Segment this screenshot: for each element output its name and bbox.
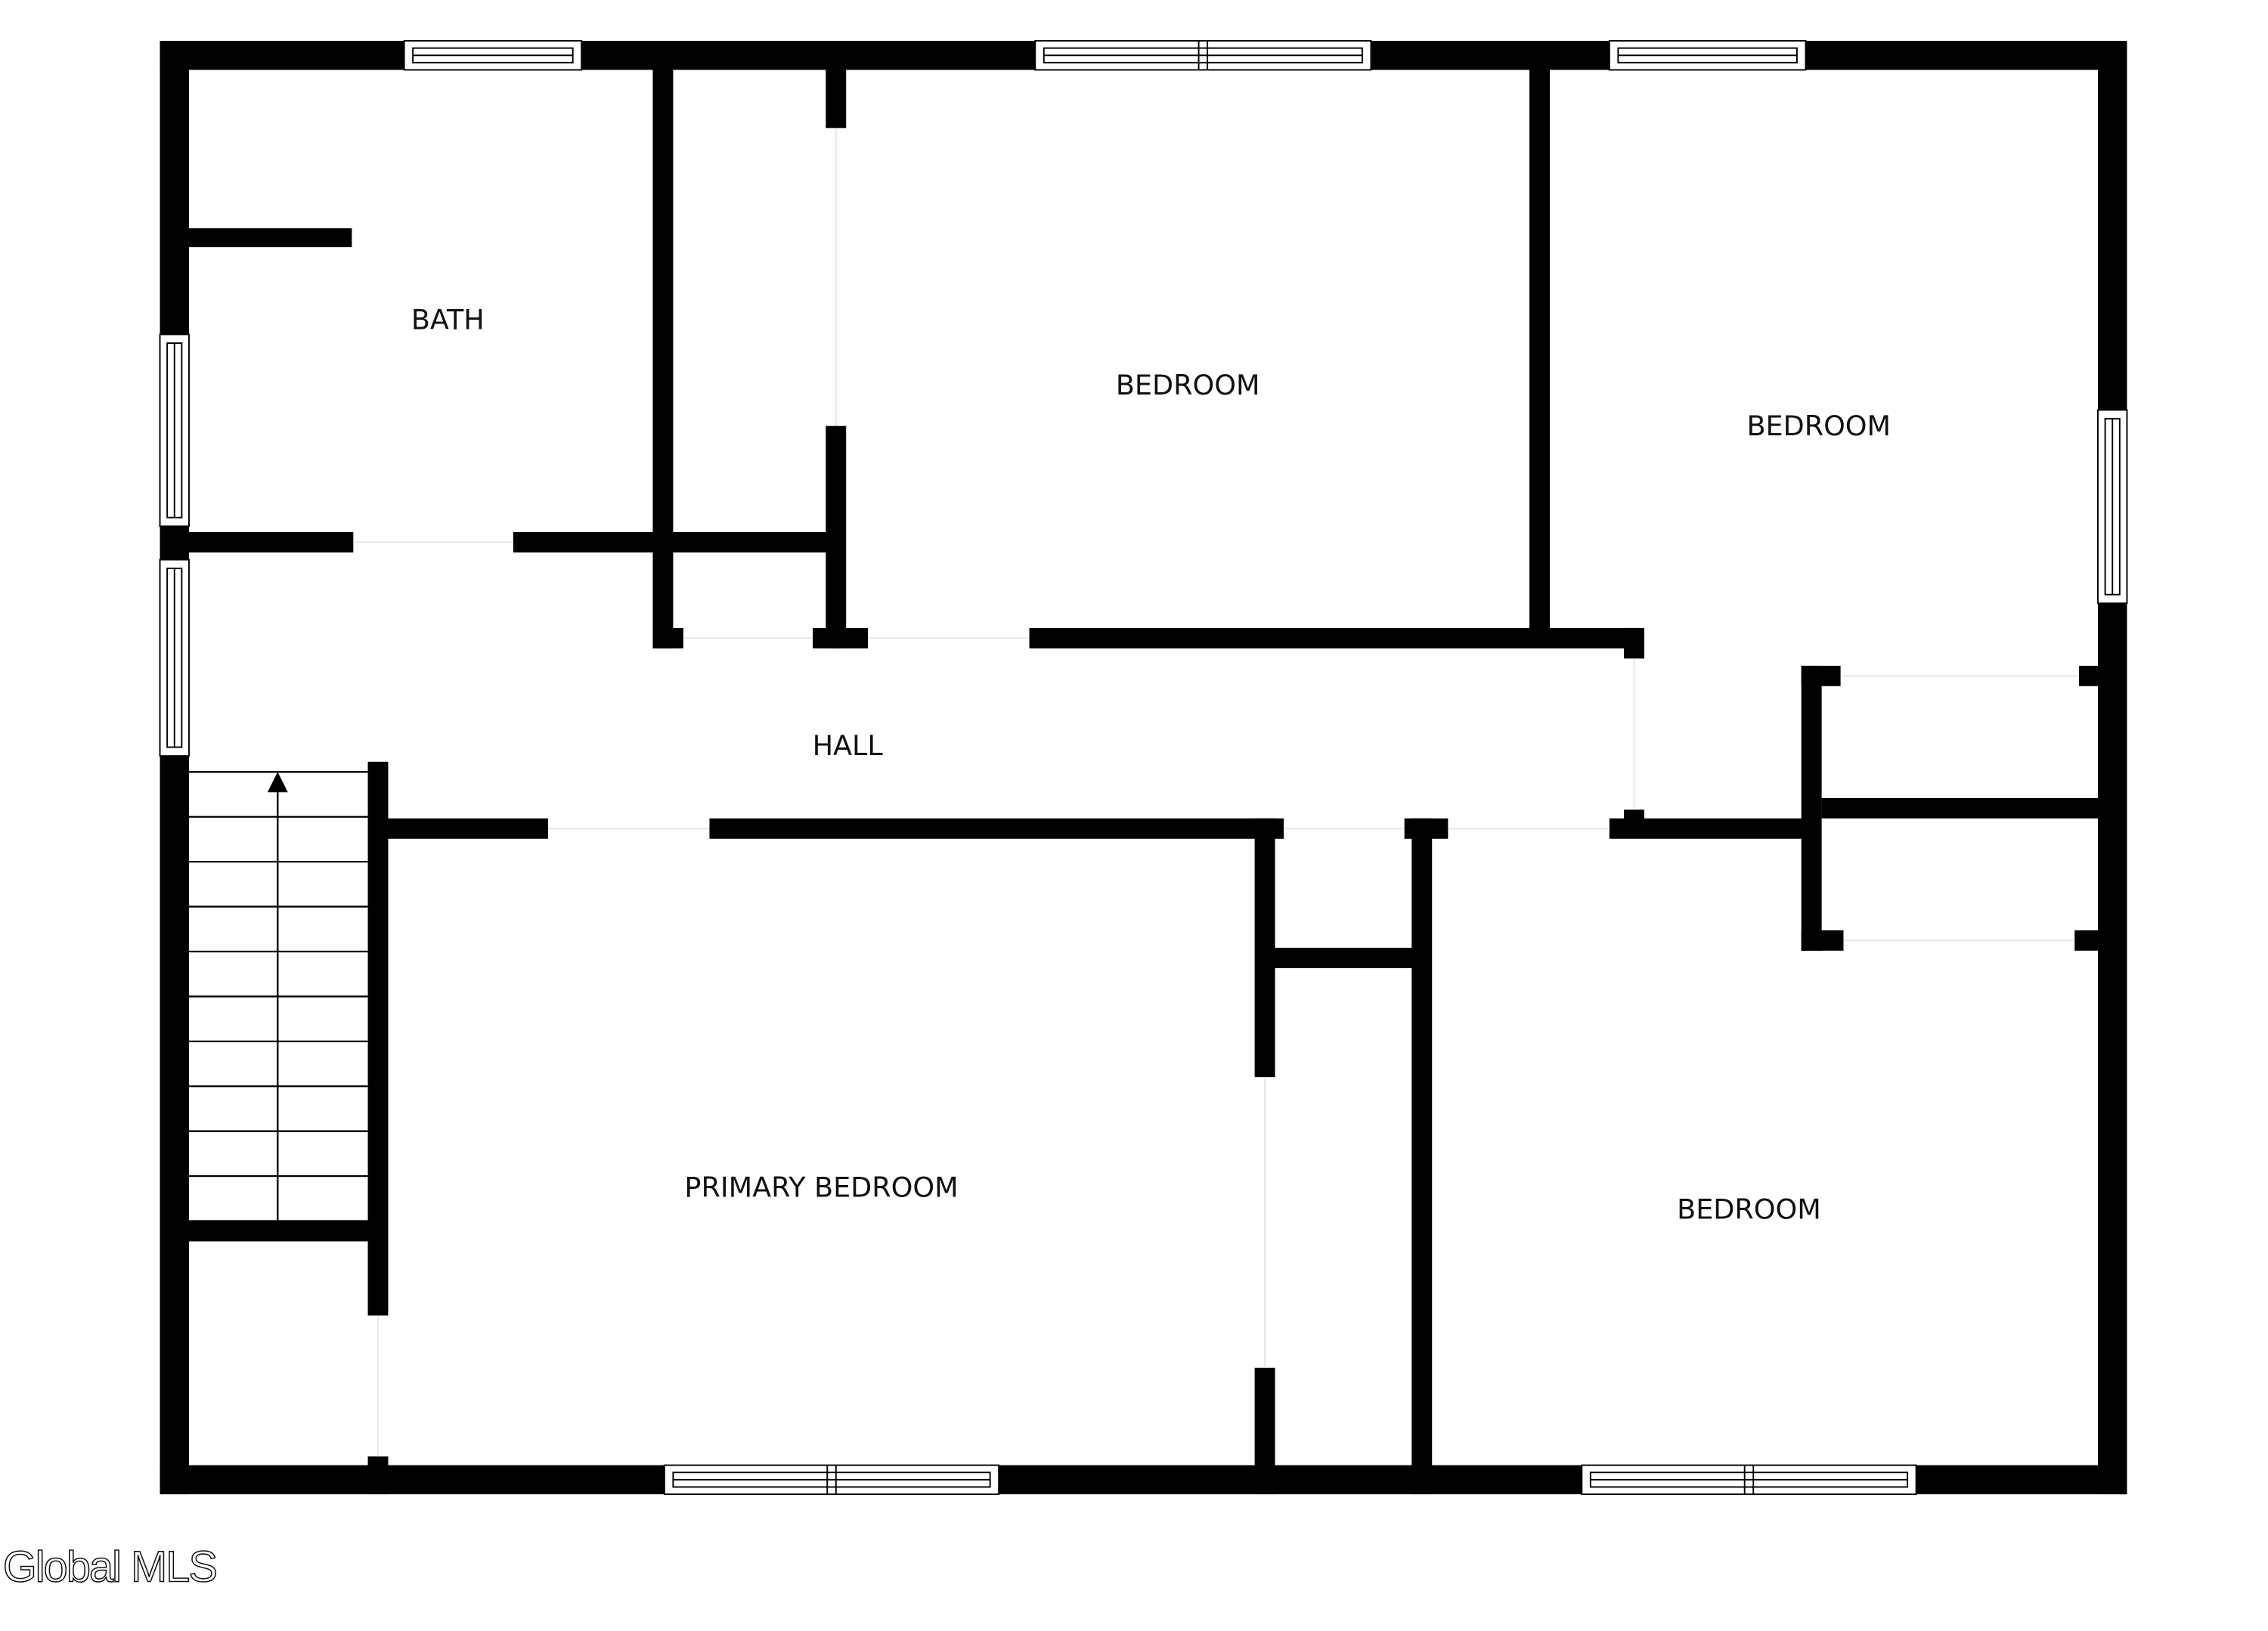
wall [1624,627,1644,659]
wall [1801,930,1844,951]
wall [826,70,847,128]
wall [1029,627,1644,648]
wall [189,532,354,552]
wall [2079,665,2098,686]
wall [652,70,674,648]
window [159,559,190,757]
windows [159,40,2128,1496]
wall [1254,1367,1275,1495]
wall [826,426,847,648]
room-label-hall: HALL [813,729,884,762]
wall [1411,818,1433,1495]
window [1581,1464,1917,1496]
window [2097,409,2128,605]
window [663,1464,1000,1496]
wall [160,41,189,1495]
staircase [189,771,368,1222]
wall [2098,41,2127,1495]
window [1608,40,1807,71]
wall [813,627,869,648]
room-label-bedroom-bottom: BEDROOM [1677,1193,1821,1226]
wall [709,818,1284,839]
room-label-bedroom-right: BEDROOM [1746,410,1891,442]
window [1034,40,1372,71]
wall [189,228,352,248]
wall [1801,665,1822,951]
wall [1801,665,1841,686]
wall [367,1456,389,1495]
room-label-primary-bedroom: PRIMARY BEDROOM [684,1171,958,1204]
window [159,333,190,528]
wall [2074,930,2098,951]
stair-arrow-icon [267,772,288,793]
wall [1529,70,1550,640]
walls [160,41,2127,1495]
wall [1821,797,2098,819]
room-label-bedroom-top: BEDROOM [1116,369,1260,401]
window [403,40,583,71]
wall [513,532,836,552]
wall [189,1221,378,1242]
room-label-bath: BATH [411,304,485,336]
wall [378,818,548,839]
wall [1265,948,1422,968]
watermark: Global MLS [3,1543,216,1591]
wall [1609,818,1803,839]
wall [652,627,683,648]
